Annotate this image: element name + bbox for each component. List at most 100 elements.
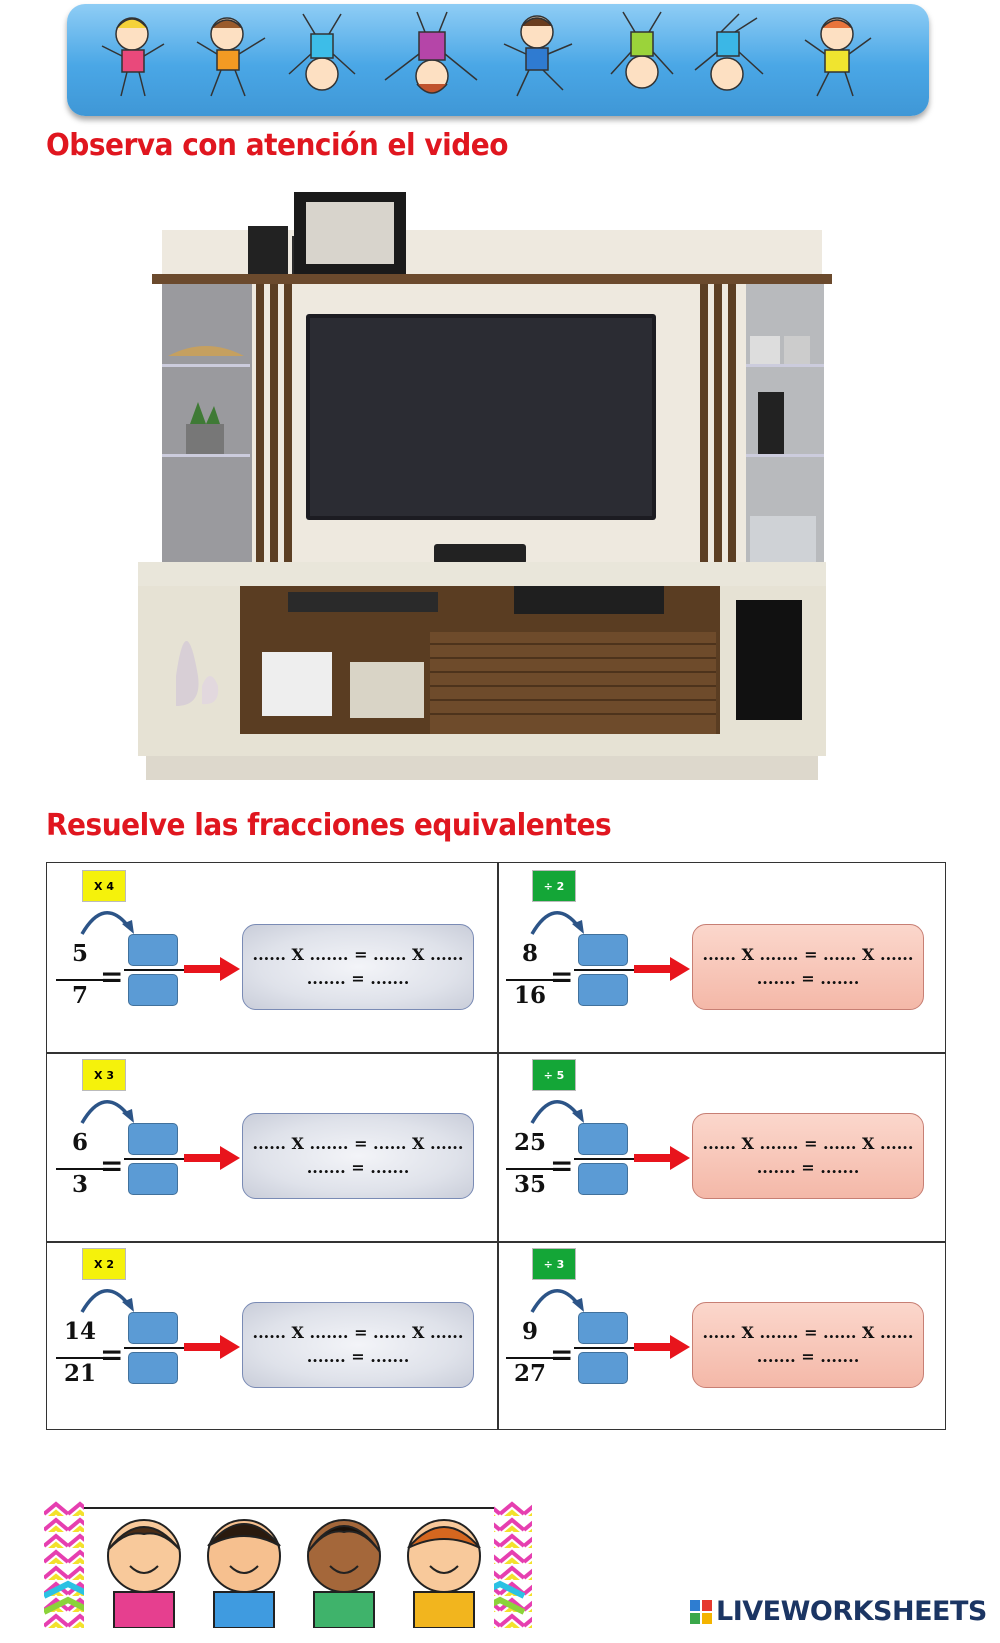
fraction-bar (506, 1168, 554, 1170)
answer-numerator-input[interactable] (578, 1123, 628, 1155)
exercise-cell: ÷ 2 8 16 = ...... X ....... = ...... X .… (496, 862, 946, 1051)
curved-arrow-icon (530, 911, 584, 935)
fraction-bar (56, 979, 104, 981)
operation-badge: ÷ 5 (532, 1059, 576, 1091)
work-line-multiplication: ...... X ....... = ...... X ...... (252, 1323, 464, 1342)
exercise-cell: X 4 5 7 = ...... X ....... = ...... X ..… (46, 862, 496, 1051)
work-line-multiplication: ...... X ....... = ...... X ...... (252, 1134, 464, 1153)
solve-title: Resuelve las fracciones equivalentes (46, 806, 612, 843)
grid-divider (497, 863, 499, 1429)
answer-denominator-input[interactable] (128, 974, 178, 1006)
given-fraction: 8 16 (504, 940, 556, 1020)
given-fraction: 14 21 (54, 1318, 106, 1398)
answer-denominator-input[interactable] (128, 1352, 178, 1384)
curved-arrow-icon (80, 911, 134, 935)
work-box[interactable]: ...... X ....... = ...... X ...... .....… (692, 1113, 924, 1199)
work-line-result: ....... = ....... (756, 1158, 860, 1177)
equals-sign: = (550, 960, 574, 993)
curved-arrow-icon (80, 1100, 134, 1124)
fraction-numerator: 5 (71, 940, 88, 967)
work-line-result: ....... = ....... (756, 969, 860, 988)
red-arrow-icon (184, 1146, 240, 1170)
liveworksheets-mark-icon (690, 1599, 712, 1624)
work-box[interactable]: ...... X ....... = ...... X ...... .....… (242, 1113, 474, 1199)
answer-fraction-bar (124, 969, 184, 971)
red-arrow-icon (634, 1335, 690, 1359)
fraction-denominator: 35 (513, 1171, 546, 1198)
answer-denominator-input[interactable] (128, 1163, 178, 1195)
answer-numerator-input[interactable] (578, 934, 628, 966)
answer-numerator-input[interactable] (128, 1312, 178, 1344)
answer-denominator-input[interactable] (578, 1163, 628, 1195)
work-line-multiplication: ...... X ....... = ...... X ...... (702, 1134, 914, 1153)
grid-divider (47, 1052, 945, 1054)
answer-fraction-bar (124, 1347, 184, 1349)
curved-arrow-icon (530, 1289, 584, 1313)
answer-denominator-input[interactable] (578, 974, 628, 1006)
work-line-multiplication: ...... X ....... = ...... X ...... (702, 1323, 914, 1342)
answer-fraction-bar (124, 1158, 184, 1160)
fraction-denominator: 7 (71, 982, 88, 1009)
exercise-cell: ÷ 3 9 27 = ...... X ....... = ...... X .… (496, 1240, 946, 1429)
equals-sign: = (100, 960, 124, 993)
exercise-grid (46, 862, 946, 1430)
red-arrow-icon (634, 957, 690, 981)
answer-fraction-bar (574, 969, 634, 971)
top-kids-banner (67, 4, 929, 116)
given-fraction: 25 35 (504, 1129, 556, 1209)
fraction-numerator: 14 (63, 1318, 96, 1345)
red-arrow-icon (634, 1146, 690, 1170)
exercise-cell: X 2 14 21 = ...... X ....... = ...... X … (46, 1240, 496, 1429)
given-fraction: 5 7 (54, 940, 106, 1020)
fraction-denominator: 27 (513, 1360, 546, 1387)
curved-arrow-icon (530, 1100, 584, 1124)
answer-fraction-bar (574, 1347, 634, 1349)
observe-title: Observa con atención el video (46, 126, 509, 163)
equals-sign: = (100, 1338, 124, 1371)
tv-furniture-image (138, 192, 832, 780)
work-box[interactable]: ...... X ....... = ...... X ...... .....… (692, 1302, 924, 1388)
work-line-multiplication: ...... X ....... = ...... X ...... (702, 945, 914, 964)
work-box[interactable]: ...... X ....... = ...... X ...... .....… (692, 924, 924, 1010)
given-fraction: 9 27 (504, 1318, 556, 1398)
work-line-result: ....... = ....... (756, 1347, 860, 1366)
answer-denominator-input[interactable] (578, 1352, 628, 1384)
operation-badge: X 3 (82, 1059, 126, 1091)
liveworksheets-logo: LIVEWORKSHEETS (690, 1596, 987, 1627)
work-line-result: ....... = ....... (306, 969, 410, 988)
operation-badge: X 4 (82, 870, 126, 902)
answer-numerator-input[interactable] (128, 934, 178, 966)
fraction-numerator: 8 (521, 940, 538, 967)
answer-numerator-input[interactable] (128, 1123, 178, 1155)
equals-sign: = (550, 1149, 574, 1182)
fraction-denominator: 16 (513, 982, 546, 1009)
logo-text: LIVEWORKSHEETS (716, 1596, 987, 1627)
equals-sign: = (550, 1338, 574, 1371)
fraction-numerator: 25 (513, 1129, 546, 1156)
work-box[interactable]: ...... X ....... = ...... X ...... .....… (242, 924, 474, 1010)
curved-arrow-icon (80, 1289, 134, 1313)
fraction-bar (56, 1357, 104, 1359)
fraction-numerator: 9 (521, 1318, 538, 1345)
exercise-cell: ÷ 5 25 35 = ...... X ....... = ...... X … (496, 1051, 946, 1240)
answer-fraction-bar (574, 1158, 634, 1160)
work-line-multiplication: ...... X ....... = ...... X ...... (252, 945, 464, 964)
grid-divider (47, 1241, 945, 1243)
work-box[interactable]: ...... X ....... = ...... X ...... .....… (242, 1302, 474, 1388)
fraction-numerator: 6 (71, 1129, 88, 1156)
fraction-bar (56, 1168, 104, 1170)
red-arrow-icon (184, 1335, 240, 1359)
red-arrow-icon (184, 957, 240, 981)
given-fraction: 6 3 (54, 1129, 106, 1209)
operation-badge: ÷ 2 (532, 870, 576, 902)
operation-badge: X 2 (82, 1248, 126, 1280)
fraction-bar (506, 979, 554, 981)
fraction-bar (506, 1357, 554, 1359)
operation-badge: ÷ 3 (532, 1248, 576, 1280)
answer-numerator-input[interactable] (578, 1312, 628, 1344)
work-line-result: ....... = ....... (306, 1158, 410, 1177)
work-line-result: ....... = ....... (306, 1347, 410, 1366)
fraction-denominator: 21 (63, 1360, 96, 1387)
exercise-cell: X 3 6 3 = ...... X ....... = ...... X ..… (46, 1051, 496, 1240)
equals-sign: = (100, 1149, 124, 1182)
